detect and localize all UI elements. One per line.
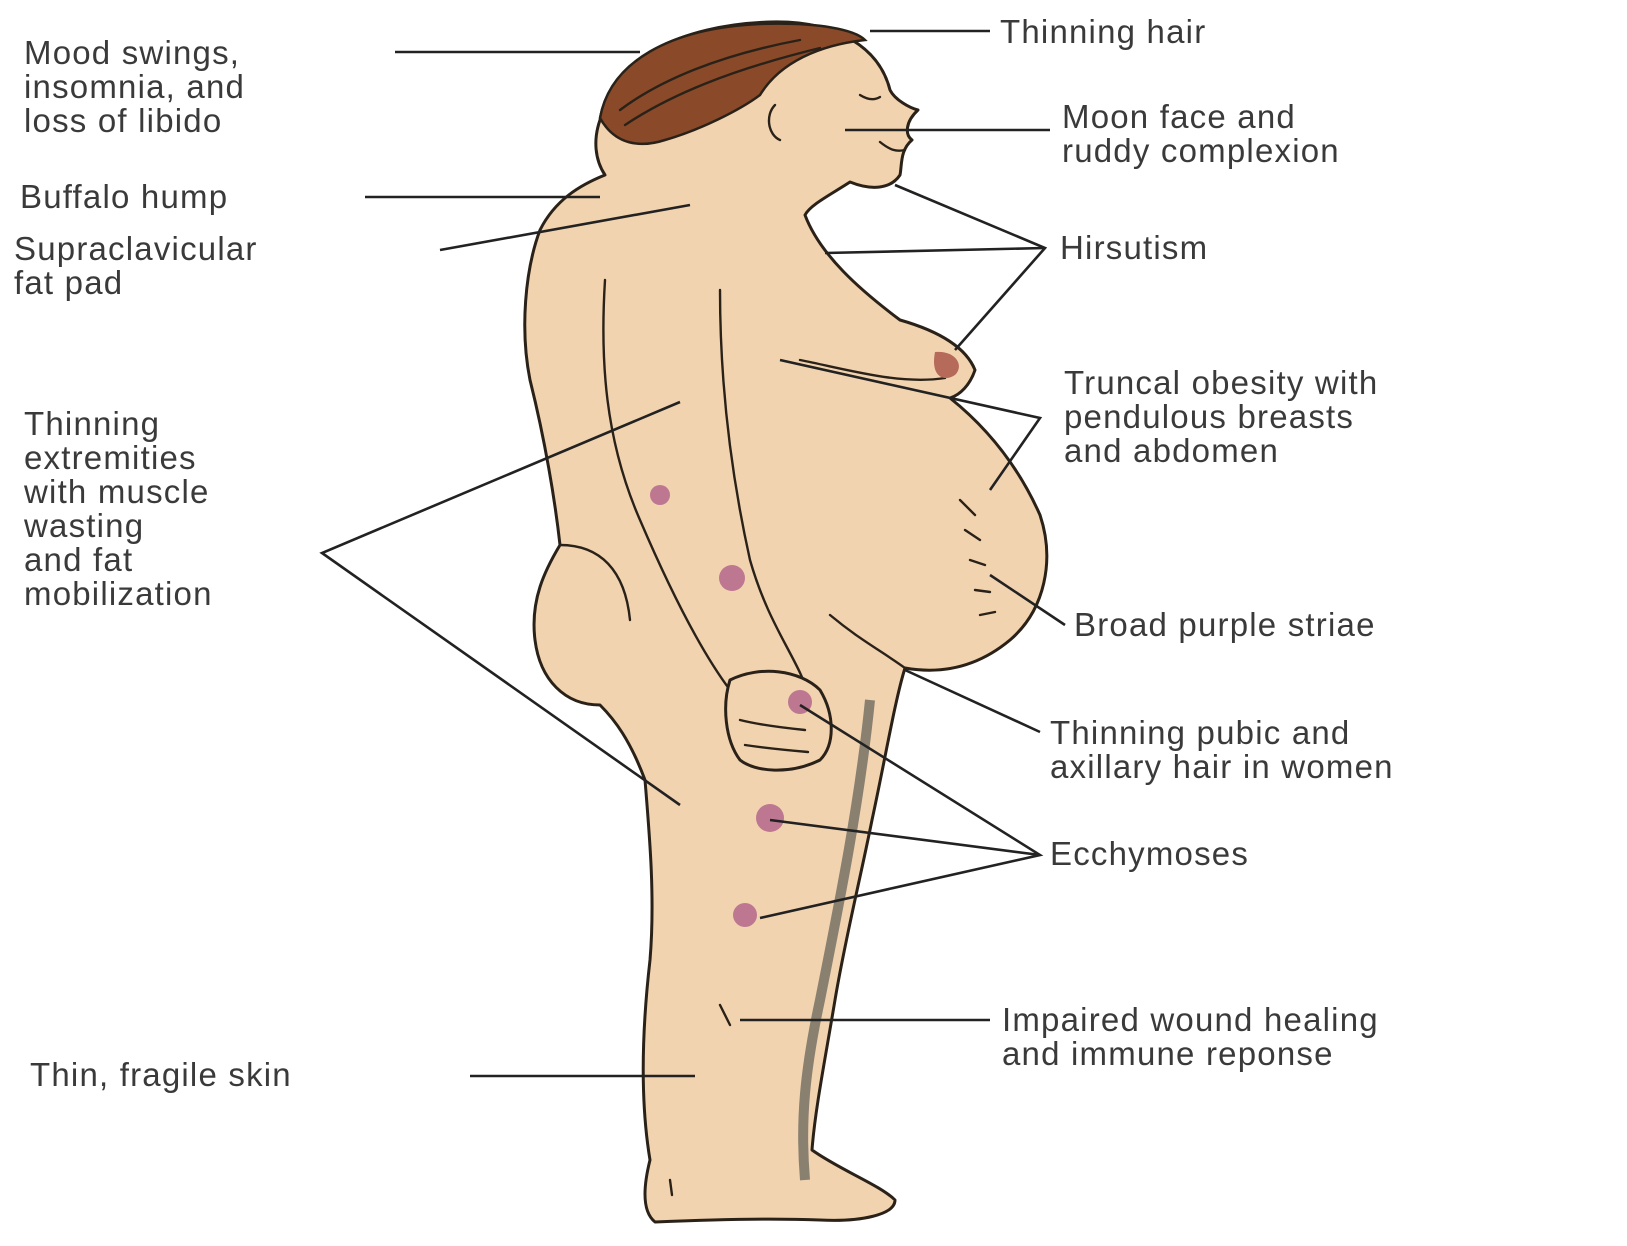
label-line: Thinning pubic and [1050,716,1394,750]
label-truncal-obesity: Truncal obesity with pendulous breasts a… [1064,366,1378,468]
label-line: and abdomen [1064,434,1378,468]
label-impaired-wound-healing: Impaired wound healing and immune repons… [1002,1003,1379,1071]
label-line: Thin, fragile skin [30,1058,292,1092]
label-line: Thinning hair [1000,15,1206,49]
label-line: ruddy complexion [1062,134,1340,168]
label-line: insomnia, and [24,70,245,104]
label-line: Broad purple striae [1074,608,1376,642]
label-line: axillary hair in women [1050,750,1394,784]
label-buffalo-hump: Buffalo hump [20,180,228,214]
body-outline [525,22,1047,1222]
label-ecchymoses: Ecchymoses [1050,837,1249,871]
label-line: Truncal obesity with [1064,366,1378,400]
label-line: with muscle [24,475,213,509]
bruise [650,485,670,505]
label-thinning-hair: Thinning hair [1000,15,1206,49]
label-hirsutism: Hirsutism [1060,231,1208,265]
bruise [719,565,745,591]
label-line: extremities [24,441,213,475]
bruise [756,804,784,832]
label-mood-swings: Mood swings, insomnia, and loss of libid… [24,36,245,138]
label-line: wasting [24,509,213,543]
label-broad-purple-striae: Broad purple striae [1074,608,1376,642]
label-line: Hirsutism [1060,231,1208,265]
label-line: Supraclavicular [14,232,258,266]
label-line: Mood swings, [24,36,245,70]
label-line: Thinning [24,407,213,441]
label-line: fat pad [14,266,258,300]
label-thin-fragile-skin: Thin, fragile skin [30,1058,292,1092]
label-thinning-pubic-hair: Thinning pubic and axillary hair in wome… [1050,716,1394,784]
label-line: pendulous breasts [1064,400,1378,434]
label-line: mobilization [24,577,213,611]
label-line: Impaired wound healing [1002,1003,1379,1037]
label-supraclavicular-fat-pad: Supraclavicular fat pad [14,232,258,300]
label-thinning-extremities: Thinning extremities with muscle wasting… [24,407,213,611]
label-line: Moon face and [1062,100,1340,134]
label-line: and immune reponse [1002,1037,1379,1071]
label-moon-face: Moon face and ruddy complexion [1062,100,1340,168]
label-line: Buffalo hump [20,180,228,214]
label-line: loss of libido [24,104,245,138]
label-line: and fat [24,543,213,577]
label-line: Ecchymoses [1050,837,1249,871]
bruise [733,903,757,927]
